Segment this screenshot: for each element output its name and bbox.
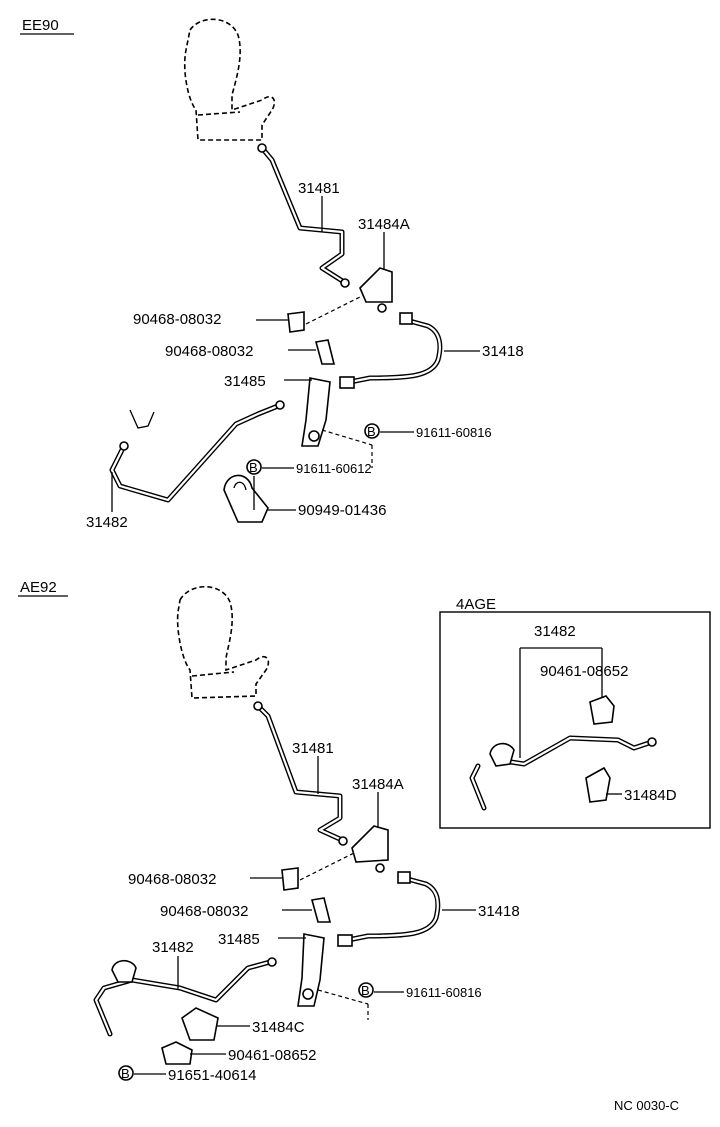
dash-clip-1 xyxy=(299,851,357,881)
bolt-marker-b-1 xyxy=(358,982,374,998)
bracket-31484c xyxy=(181,1007,219,1041)
label-clip-2: 90468-08032 xyxy=(160,903,248,920)
dash-bolt-1 xyxy=(321,429,373,446)
hose-31418 xyxy=(337,871,441,947)
label-31482: 31482 xyxy=(534,623,576,640)
bolt-marker-b-2 xyxy=(118,1065,134,1081)
bolt-marker-letter-1: B xyxy=(367,424,376,439)
clip-90461 xyxy=(589,695,615,725)
clip-90461 xyxy=(161,1041,193,1065)
pipe-31482 xyxy=(109,400,285,503)
label-31484c: 31484C xyxy=(252,1019,305,1036)
pipe-31482 xyxy=(469,735,657,811)
label-31482: 31482 xyxy=(86,514,128,531)
dash-bolt-1 xyxy=(317,989,369,1005)
hose-31418 xyxy=(339,312,443,389)
bracket-31485 xyxy=(301,377,331,447)
bracket-31484d xyxy=(585,766,611,803)
label-31484a: 31484A xyxy=(352,776,404,793)
clip-2 xyxy=(314,339,336,365)
inset-frame xyxy=(439,611,711,829)
master-cylinder-outline xyxy=(176,586,270,699)
bracket-31484a xyxy=(359,267,393,313)
label-31484a: 31484A xyxy=(358,216,410,233)
label-90949: 90949-01436 xyxy=(298,502,386,519)
label-90461: 90461-08652 xyxy=(228,1047,316,1064)
section-title-ee90: EE90 xyxy=(22,17,59,34)
label-bolt-2: 91651-40614 xyxy=(168,1067,256,1084)
clamp-90949 xyxy=(223,474,269,523)
footer-code: NC 0030-C xyxy=(614,1098,679,1113)
label-clip-1: 90468-08032 xyxy=(133,311,221,328)
inset-title: 4AGE xyxy=(456,596,496,613)
label-31418: 31418 xyxy=(482,343,524,360)
section-ae92: AE92 31481 31484A 90468-08032 904 xyxy=(18,579,520,1084)
label-31481: 31481 xyxy=(298,180,340,197)
pipe-31481 xyxy=(257,143,350,288)
master-cylinder-outline xyxy=(183,18,276,141)
bolt-marker-letter-2: B xyxy=(121,1066,130,1081)
label-31484d: 31484D xyxy=(624,787,677,804)
label-bolt-2: 91611-60612 xyxy=(296,461,372,476)
bolt-marker-letter-1: B xyxy=(361,983,370,998)
bracket-31485 xyxy=(297,933,325,1007)
bolt-marker-b-2 xyxy=(246,459,262,475)
label-31485: 31485 xyxy=(224,373,266,390)
label-bolt-1: 91611-60816 xyxy=(406,985,482,1000)
label-31481: 31481 xyxy=(292,740,334,757)
label-clip-1: 90468-08032 xyxy=(128,871,216,888)
label-bolt-1: 91611-60816 xyxy=(416,425,492,440)
section-ee90: EE90 31481 31484A 90468-08032 904 xyxy=(20,17,524,531)
clip-2 xyxy=(310,897,332,923)
bolt-marker-letter-2: B xyxy=(249,460,258,475)
label-31418: 31418 xyxy=(478,903,520,920)
inset-4age: 4AGE 31482 90461-08652 31484D xyxy=(439,596,711,829)
pipe-31481 xyxy=(253,701,348,846)
label-clip-2: 90468-08032 xyxy=(165,343,253,360)
dash-clip-1 xyxy=(305,295,363,325)
section-title-ae92: AE92 xyxy=(20,579,57,596)
clip-1 xyxy=(287,311,305,333)
label-31485: 31485 xyxy=(218,931,260,948)
bolt-marker-b-1 xyxy=(364,423,380,439)
label-31482: 31482 xyxy=(152,939,194,956)
pipe-31482 xyxy=(93,957,277,1037)
bracket-31484a xyxy=(351,825,389,873)
clip-1 xyxy=(281,867,299,891)
label-90461: 90461-08652 xyxy=(540,663,628,680)
